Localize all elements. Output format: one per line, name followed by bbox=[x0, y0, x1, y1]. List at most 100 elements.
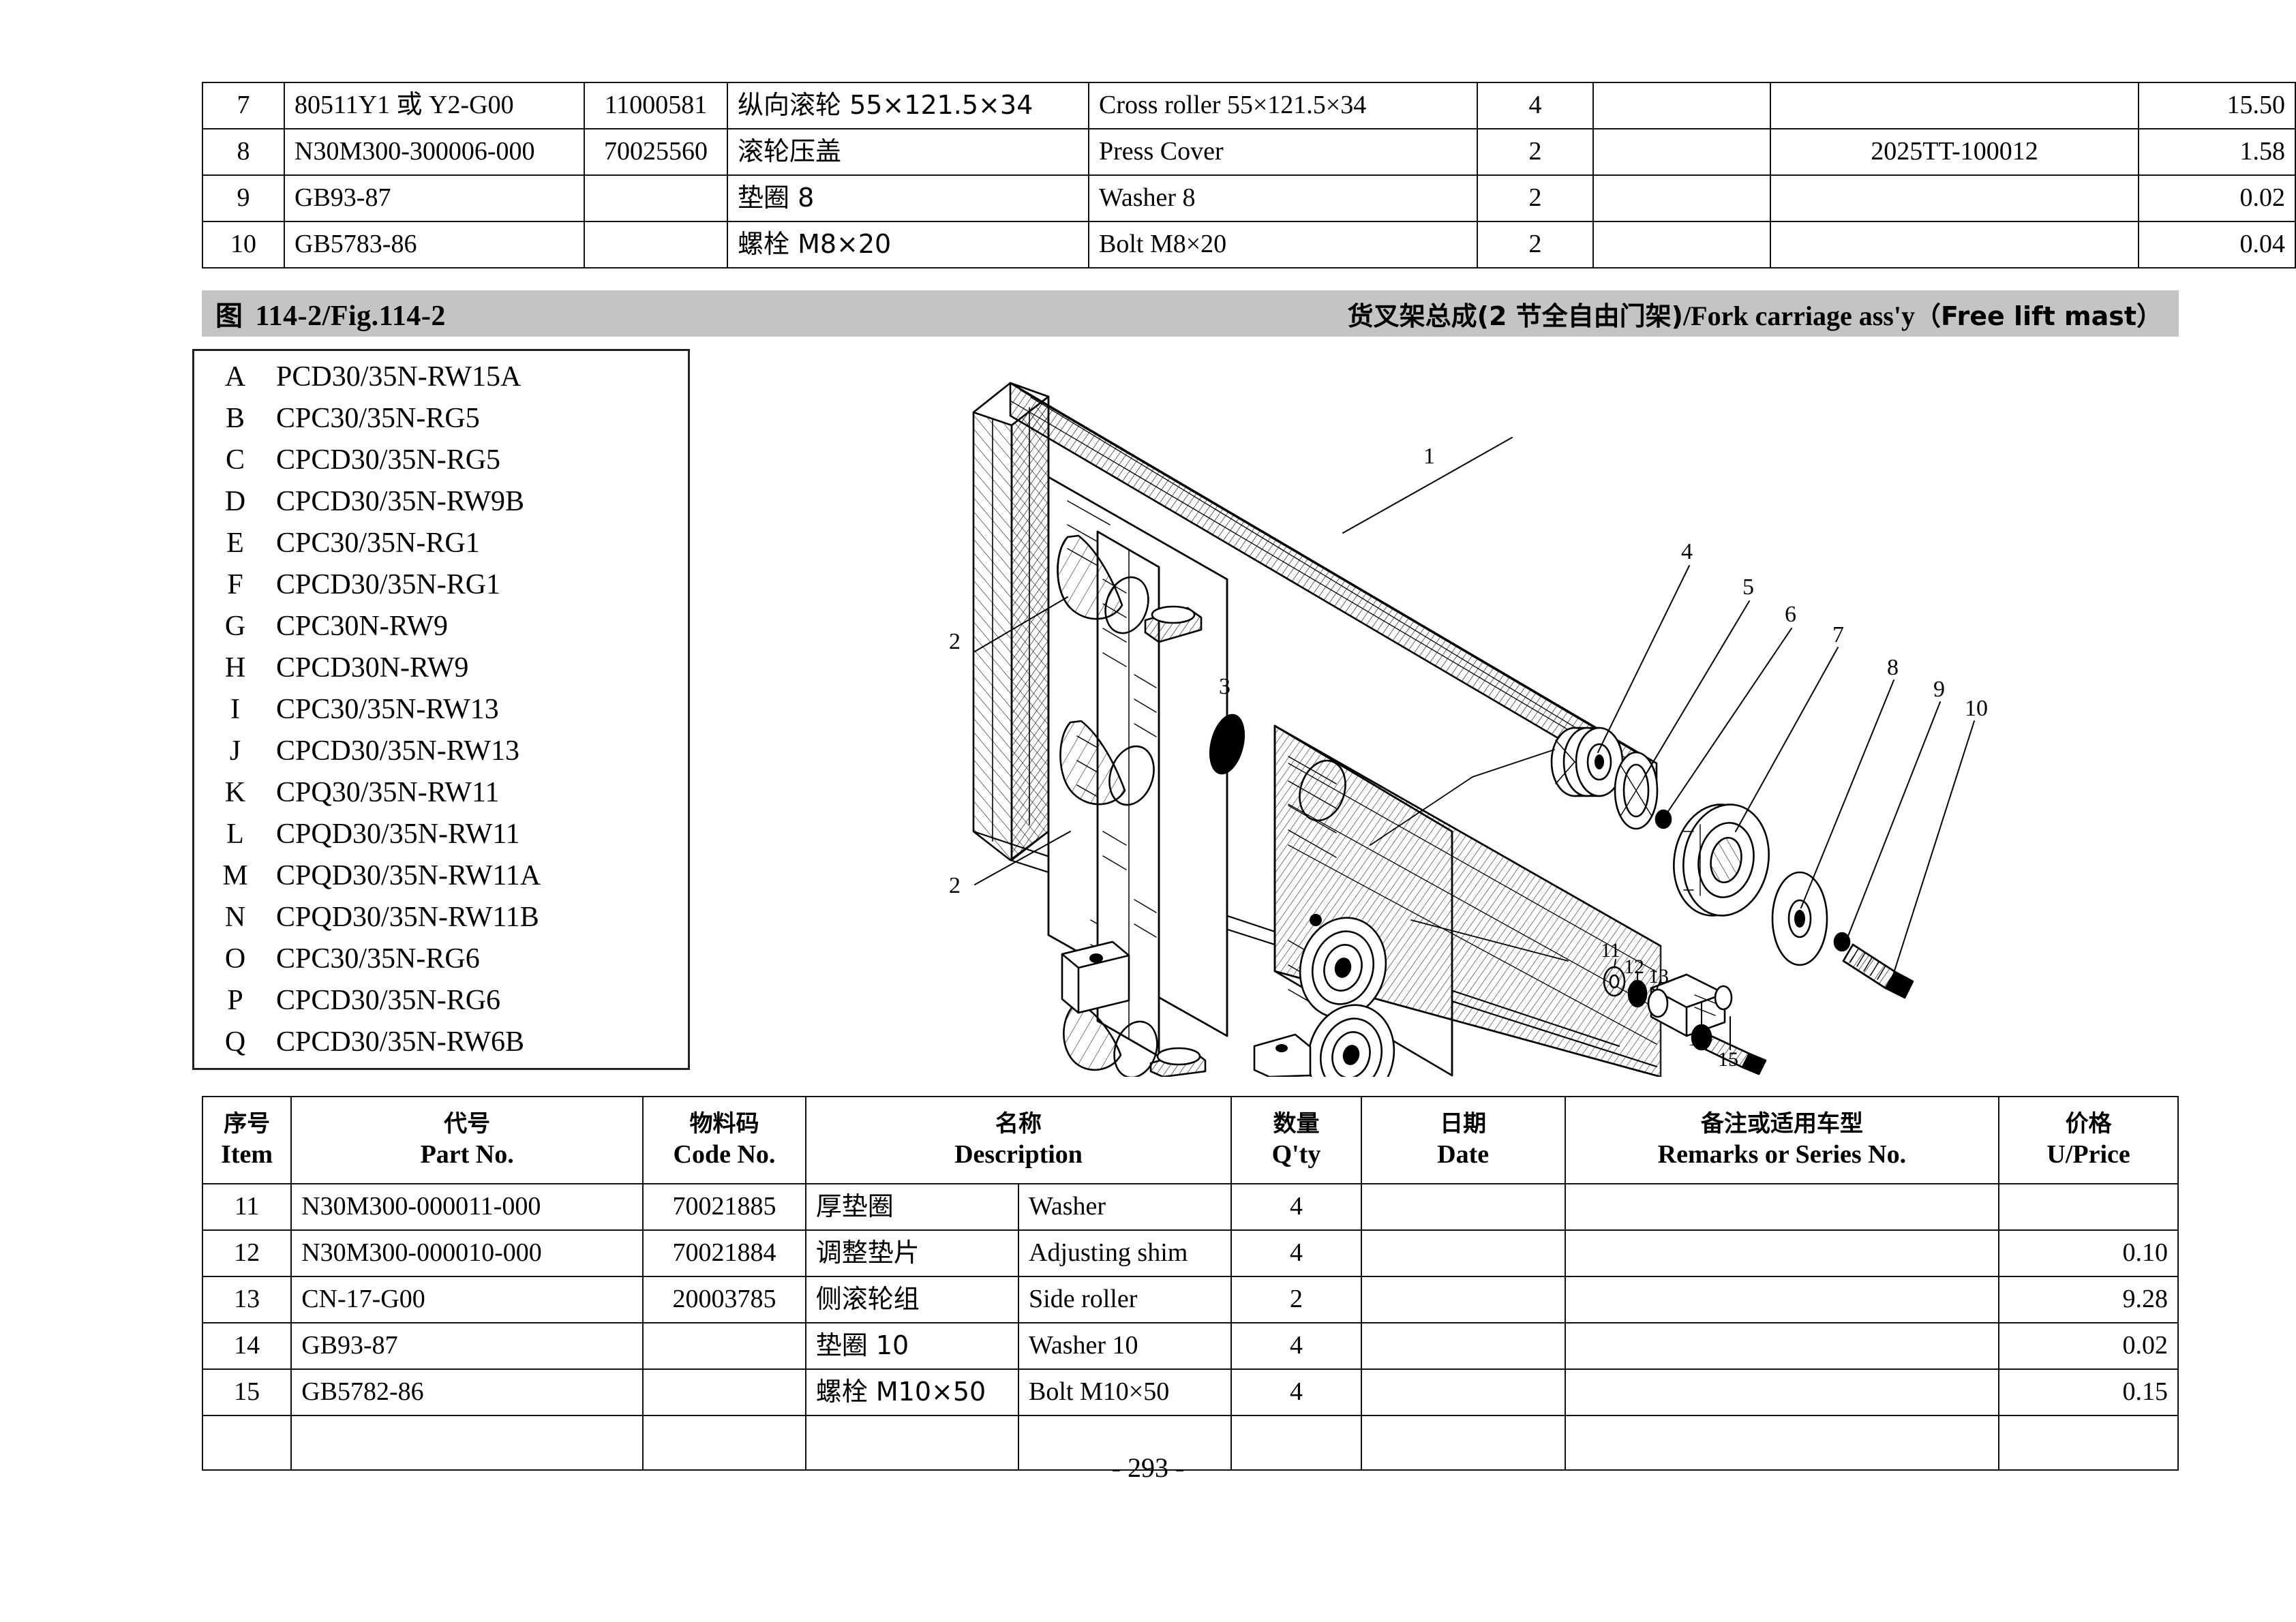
model-key: L bbox=[226, 818, 244, 850]
bottom-parts-table: 序号 Item 代号 Part No. 物料码 Code No. 名称 Desc… bbox=[201, 1096, 2179, 1471]
table-row: 8 N30M300-300006-000 70025560 滚轮压盖 Press… bbox=[202, 128, 2296, 176]
cell-desc-en: Cross roller 55×121.5×34 bbox=[1088, 82, 1478, 129]
page-number: - 293 - bbox=[1111, 1452, 1185, 1483]
model-key: D bbox=[224, 486, 246, 517]
model-key: A bbox=[224, 361, 246, 393]
assembled-side-roller-lower bbox=[1307, 1004, 1395, 1077]
cell-code-no: 70021885 bbox=[642, 1183, 806, 1231]
model-key: N bbox=[224, 902, 246, 933]
table-row: 14 GB93-87 垫圈 10 Washer 10 4 0.02 bbox=[201, 1322, 2179, 1370]
cell-desc-cn: 垫圈 8 bbox=[727, 174, 1089, 222]
cell-part-no: 80511Y1 或 Y2-G00 bbox=[284, 82, 585, 129]
callout-leader-lines bbox=[974, 437, 1975, 1050]
cell-remarks bbox=[1564, 1415, 2000, 1471]
cell-date bbox=[1592, 82, 1771, 129]
header-item-cn: 序号 bbox=[224, 1110, 271, 1137]
header-price: 价格 U/Price bbox=[1998, 1096, 2179, 1184]
header-qty: 数量 Q'ty bbox=[1230, 1096, 1362, 1184]
callout-1: 1 bbox=[1423, 444, 1435, 469]
model-key: E bbox=[226, 527, 244, 559]
cell-part-no: CN-17-G00 bbox=[290, 1276, 644, 1323]
cell-date bbox=[1360, 1368, 1566, 1416]
header-date: 日期 Date bbox=[1360, 1096, 1566, 1184]
cell-desc-cn bbox=[804, 1415, 1020, 1471]
cell-desc-en: Washer 8 bbox=[1088, 174, 1478, 222]
cell-date bbox=[1360, 1229, 1566, 1277]
callout-3: 3 bbox=[1219, 674, 1230, 699]
model-value: CPC30/35N-RG6 bbox=[276, 943, 480, 975]
cell-item: 10 bbox=[202, 221, 285, 269]
cell-date bbox=[1592, 128, 1771, 176]
model-value: CPQD30/35N-RW11A bbox=[276, 860, 541, 891]
cell-item: 7 bbox=[202, 82, 285, 129]
model-value: PCD30/35N-RW15A bbox=[276, 361, 522, 393]
table-row: 13 CN-17-G00 20003785 侧滚轮组 Side roller 2… bbox=[201, 1276, 2179, 1323]
cell-price: 0.15 bbox=[1998, 1368, 2179, 1416]
callout-12: 12 bbox=[1624, 955, 1644, 978]
cell-code-no bbox=[584, 221, 728, 269]
cell-code-no: 11000581 bbox=[584, 82, 728, 129]
cell-qty: 4 bbox=[1230, 1229, 1362, 1277]
cell-price: 15.50 bbox=[2138, 82, 2296, 129]
cell-desc-en bbox=[1018, 1415, 1233, 1471]
cell-desc-cn: 垫圈 10 bbox=[804, 1322, 1020, 1370]
model-value: CPCD30N-RW9 bbox=[276, 652, 469, 684]
header-qty-en: Q'ty bbox=[1271, 1139, 1321, 1169]
cell-date bbox=[1360, 1322, 1566, 1370]
model-key: H bbox=[224, 652, 246, 684]
figure-title-separator: / bbox=[1683, 300, 1691, 331]
model-value: CPQD30/35N-RW11B bbox=[276, 902, 539, 933]
figure-title-en-paren: （Free lift mast） bbox=[1914, 301, 2162, 331]
cell-item bbox=[201, 1415, 292, 1471]
callout-10: 10 bbox=[1965, 696, 1988, 721]
model-value: CPC30/35N-RG1 bbox=[276, 527, 480, 559]
cell-code-no: 20003785 bbox=[642, 1276, 806, 1323]
part-hub-4 bbox=[1550, 726, 1624, 797]
model-key: Q bbox=[224, 1026, 246, 1058]
header-description: 名称 Description bbox=[804, 1096, 1233, 1184]
model-value: CPCD30/35N-RG1 bbox=[276, 569, 501, 600]
exploded-roller-stack bbox=[1550, 726, 1914, 999]
cell-qty: 2 bbox=[1230, 1276, 1362, 1323]
cell-remarks bbox=[1770, 221, 2139, 269]
cell-date bbox=[1360, 1276, 1566, 1323]
header-code-cn: 物料码 bbox=[689, 1110, 759, 1137]
cell-qty: 4 bbox=[1230, 1183, 1362, 1231]
header-desc-en: Description bbox=[954, 1139, 1083, 1169]
callout-8: 8 bbox=[1887, 655, 1899, 680]
model-key: F bbox=[227, 569, 243, 600]
cell-code-no bbox=[642, 1415, 806, 1471]
cell-remarks bbox=[1564, 1368, 2000, 1416]
list-item: Q CPCD30/35N-RW6B bbox=[194, 1026, 688, 1067]
cell-price: 0.02 bbox=[2138, 174, 2296, 222]
header-item: 序号 Item bbox=[201, 1096, 292, 1184]
list-item: E CPC30/35N-RG1 bbox=[194, 527, 688, 568]
model-value: CPCD30/35N-RW6B bbox=[276, 1026, 525, 1058]
part-side-roller-13 bbox=[1647, 973, 1733, 1037]
table-row-empty bbox=[201, 1415, 2179, 1471]
cell-qty: 2 bbox=[1477, 174, 1594, 222]
cell-qty: 2 bbox=[1477, 128, 1594, 176]
cell-item: 13 bbox=[201, 1276, 292, 1323]
table-row: 7 80511Y1 或 Y2-G00 11000581 纵向滚轮 55×121.… bbox=[202, 82, 2296, 129]
cell-price bbox=[1998, 1415, 2179, 1471]
exploded-assembly-illustration: 1 2 2 3 4 5 6 7 8 9 10 11 12 13 14 15 bbox=[934, 354, 2188, 1077]
figure-title-cn: 货叉架总成(2 节全自由门架) bbox=[1347, 301, 1684, 331]
cell-remarks: 2025TT-100012 bbox=[1770, 128, 2139, 176]
cell-desc-en: Washer 10 bbox=[1018, 1322, 1233, 1370]
cell-desc-cn: 厚垫圈 bbox=[804, 1183, 1020, 1231]
table-row: 11 N30M300-000011-000 70021885 厚垫圈 Washe… bbox=[201, 1183, 2179, 1231]
callout-7: 7 bbox=[1832, 622, 1844, 647]
cell-item: 9 bbox=[202, 174, 285, 222]
figure-zi-label: 图 bbox=[215, 301, 243, 332]
cell-date bbox=[1360, 1415, 1566, 1471]
cell-code-no bbox=[584, 174, 728, 222]
model-value: CPC30N-RW9 bbox=[276, 611, 449, 642]
